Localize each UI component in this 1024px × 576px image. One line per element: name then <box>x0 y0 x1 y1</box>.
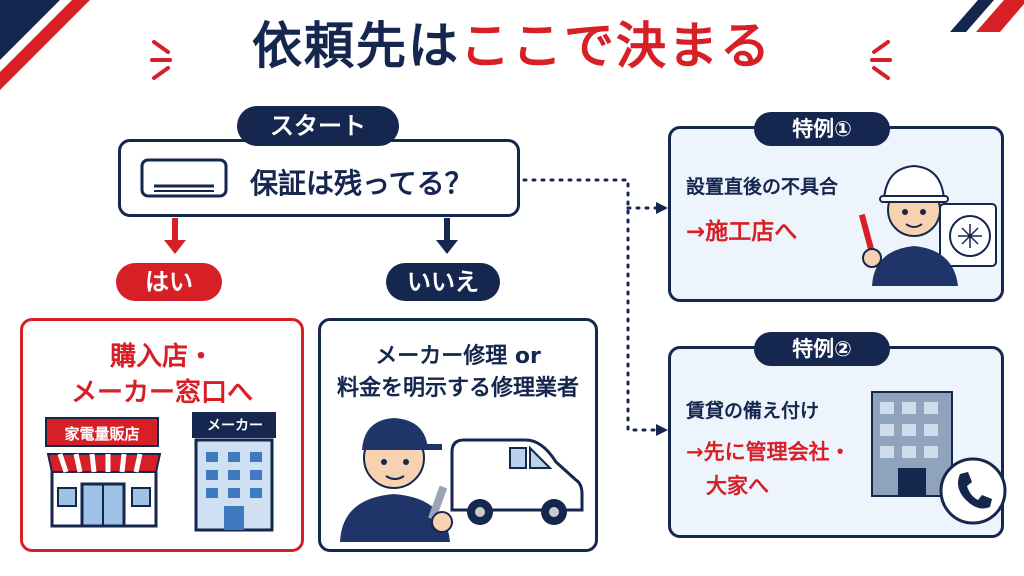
no-label: いいえ <box>407 268 479 296</box>
special1-label: 特例① <box>792 117 852 141</box>
yes-label: はい <box>145 268 193 296</box>
maker-building-icon <box>192 412 276 532</box>
air-conditioner-icon <box>140 158 228 198</box>
page-title: 依頼先はここで決まる <box>0 14 1024 78</box>
corner-stripes-right <box>950 0 1024 32</box>
title-part1: 依頼先は <box>252 17 460 75</box>
question-text: 保証は残ってる？ <box>250 167 473 200</box>
no-result-line1: メーカー修理 or <box>375 344 541 369</box>
special1-pill: 特例① <box>754 112 890 146</box>
emphasis-marks-right <box>870 40 892 80</box>
installer-worker-icon <box>858 164 997 286</box>
dotted-connector <box>522 178 668 436</box>
corner-stripes-left <box>0 0 90 90</box>
electronics-store-icon <box>45 417 162 528</box>
no-result-line2: 料金を明示する修理業者 <box>336 376 579 401</box>
special2-result-line1: →先に管理会社・ <box>686 440 851 464</box>
title-part2: ここで決まる <box>460 17 772 75</box>
maker-sign-text: メーカー <box>207 418 263 434</box>
apartment-building-icon <box>871 391 953 497</box>
special2-label: 特例② <box>792 337 852 361</box>
special2-condition: 賃貸の備え付け <box>686 400 820 422</box>
yes-result-line1: 購入店・ <box>109 342 214 372</box>
yes-pill: はい <box>116 263 222 301</box>
emphasis-marks-left <box>150 40 172 80</box>
service-van-icon <box>450 438 584 525</box>
yes-result-line2: メーカー窓口へ <box>70 378 253 408</box>
special1-result: →施工店へ <box>686 219 798 245</box>
special2-pill: 特例② <box>754 332 890 366</box>
no-pill: いいえ <box>386 263 500 301</box>
store-sign-text: 家電量販店 <box>64 425 140 443</box>
special1-condition: 設置直後の不具合 <box>686 176 839 198</box>
start-pill: スタート <box>237 106 399 146</box>
start-label: スタート <box>270 112 366 140</box>
arrow-no <box>436 218 458 254</box>
phone-icon <box>939 457 1007 525</box>
arrow-yes <box>164 218 186 254</box>
technician-icon <box>340 418 453 542</box>
special2-result-line2: 大家へ <box>706 474 769 498</box>
